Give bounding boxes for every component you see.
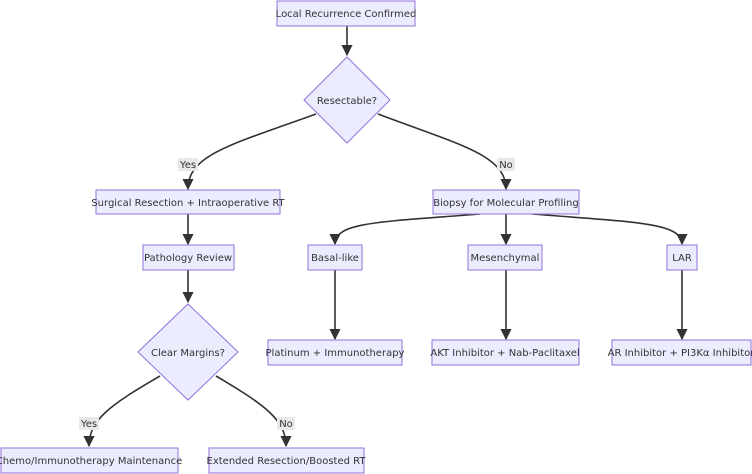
- svg-text:Surgical Resection + Intraoper: Surgical Resection + Intraoperative RT: [91, 198, 285, 209]
- node-basal-like: Basal-like: [307, 244, 363, 271]
- node-chemo-immunotherapy-maintenance: Chemo/Immunotherapy Maintenance: [0, 447, 182, 474]
- edge-margins-to-extended: [215, 375, 292, 448]
- svg-text:Biopsy for Molecular Profiling: Biopsy for Molecular Profiling: [433, 198, 578, 209]
- svg-text:No: No: [499, 160, 513, 171]
- svg-text:AKT Inhibitor + Nab-Paclitaxel: AKT Inhibitor + Nab-Paclitaxel: [430, 348, 579, 359]
- node-ar-inhibitor-pi3k-inhibitor: AR Inhibitor + PI3Kα Inhibitor: [608, 339, 752, 366]
- svg-text:Yes: Yes: [179, 160, 196, 171]
- node-lar: LAR: [666, 244, 698, 271]
- node-resectable-decision: Resectable?: [303, 56, 391, 144]
- node-pathology-review: Pathology Review: [142, 244, 235, 271]
- svg-text:AR Inhibitor + PI3Kα Inhibitor: AR Inhibitor + PI3Kα Inhibitor: [608, 348, 752, 359]
- svg-text:Pathology Review: Pathology Review: [144, 253, 232, 264]
- edge-biopsy-to-basal: [329, 213, 481, 246]
- edge-label-margins-yes: Yes: [79, 417, 99, 430]
- svg-text:Resectable?: Resectable?: [317, 96, 377, 107]
- svg-text:LAR: LAR: [672, 253, 692, 264]
- svg-text:Basal-like: Basal-like: [311, 253, 359, 264]
- node-akt-inhibitor-nab-paclitaxel: AKT Inhibitor + Nab-Paclitaxel: [430, 339, 580, 366]
- svg-text:Extended Resection/Boosted RT: Extended Resection/Boosted RT: [207, 456, 367, 467]
- svg-text:Yes: Yes: [80, 419, 97, 430]
- svg-text:No: No: [279, 419, 293, 430]
- node-local-recurrence-confirmed: Local Recurrence Confirmed: [276, 0, 417, 27]
- node-mesenchymal: Mesenchymal: [467, 244, 543, 271]
- edge-label-margins-no: No: [277, 417, 295, 430]
- node-surgical-resection: Surgical Resection + Intraoperative RT: [91, 189, 286, 215]
- svg-text:Platinum + Immunotherapy: Platinum + Immunotherapy: [266, 348, 405, 359]
- svg-text:Local Recurrence Confirmed: Local Recurrence Confirmed: [276, 9, 417, 20]
- svg-text:Chemo/Immunotherapy Maintenanc: Chemo/Immunotherapy Maintenance: [0, 456, 182, 467]
- svg-text:Mesenchymal: Mesenchymal: [471, 253, 540, 264]
- edge-label-resectable-yes: Yes: [178, 158, 198, 171]
- edge-margins-to-chemo: [83, 375, 161, 448]
- node-clear-margins-decision: Clear Margins?: [137, 303, 239, 401]
- node-biopsy-molecular-profiling: Biopsy for Molecular Profiling: [432, 189, 580, 215]
- node-extended-resection-boosted-rt: Extended Resection/Boosted RT: [207, 447, 367, 474]
- svg-text:Clear Margins?: Clear Margins?: [151, 348, 225, 359]
- node-platinum-immunotherapy: Platinum + Immunotherapy: [266, 339, 405, 366]
- edge-label-resectable-no: No: [497, 158, 515, 171]
- edge-resectable-to-biopsy: [377, 113, 512, 191]
- edge-resectable-to-surgical: [182, 113, 317, 191]
- edge-biopsy-to-lar: [531, 213, 688, 246]
